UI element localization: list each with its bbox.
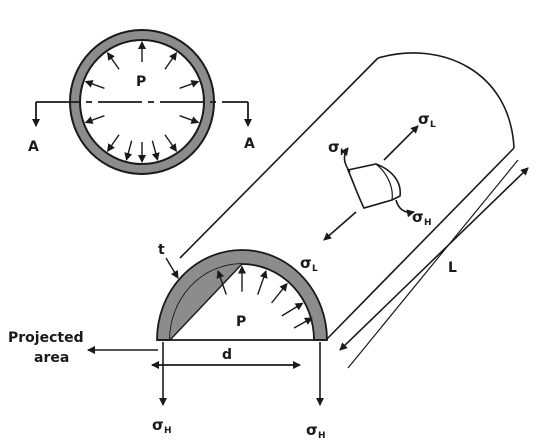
ring-pressure-arrow — [179, 80, 200, 89]
stress-element-edge — [375, 163, 393, 201]
stress-element-block — [346, 163, 401, 209]
sigma-h-right: σ H — [412, 208, 432, 228]
stress-element — [323, 125, 419, 241]
ring-pressure-arrows — [84, 41, 200, 163]
half-section-diagonal — [169, 263, 243, 341]
ring-pressure-arrow — [164, 52, 177, 70]
cylinder-rear-cap — [377, 52, 515, 149]
projected-area-label-line1: Projected — [8, 330, 84, 346]
ring-pressure-arrow — [107, 134, 120, 152]
sigma-h-upper-symbol: σ — [328, 138, 340, 156]
half-section — [156, 249, 328, 341]
length-arrow-bottom — [339, 167, 529, 351]
projected-area-label-line2: area — [34, 350, 69, 366]
sigma-l-top-symbol: σ — [418, 110, 430, 128]
sigma-l-top-sub: L — [430, 120, 436, 130]
sigma-h-bottom-left-symbol: σ — [152, 416, 164, 434]
longitudinal-stress-arrow-down — [323, 211, 357, 241]
thickness-label: t — [158, 242, 165, 258]
ring-pressure-arrow — [179, 115, 200, 124]
sigma-h-upper-sub: H — [340, 148, 348, 158]
pressure-label-ring: P — [136, 74, 146, 90]
cylinder-top-edge — [179, 57, 379, 259]
cylinder-bottom-edge — [325, 147, 515, 341]
sigma-l-bottom: σ L — [300, 254, 318, 274]
half-pressure-arrow — [281, 302, 304, 317]
sigma-h-bottom-right-symbol: σ — [306, 421, 318, 439]
pressure-label-half: P — [236, 314, 246, 330]
half-pressure-arrows — [216, 265, 313, 329]
sigma-h-upper: σ H — [328, 138, 348, 158]
longitudinal-stress-arrow-up — [383, 125, 419, 161]
sigma-h-bottom-left-sub: H — [164, 426, 172, 436]
half-pressure-arrow — [271, 282, 288, 304]
ring-pressure-arrow — [164, 134, 177, 152]
length-extension-line — [347, 159, 519, 369]
cylinder-body — [179, 52, 515, 341]
sigma-h-bottom-right: σ H — [306, 421, 326, 441]
cross-section-ring — [32, 29, 252, 175]
sigma-h-right-symbol: σ — [412, 208, 424, 226]
ring-pressure-arrow — [84, 80, 105, 89]
ring-pressure-arrow — [107, 52, 120, 70]
length-label: L — [448, 260, 457, 276]
sigma-h-bottom-right-sub: H — [318, 431, 326, 441]
sigma-l-top: σ L — [418, 110, 436, 130]
half-pressure-arrow — [216, 269, 227, 295]
half-pressure-arrow — [257, 269, 268, 295]
ring-pressure-arrow — [84, 115, 105, 124]
sigma-l-bottom-sub: L — [312, 264, 318, 274]
half-pressure-arrow — [293, 317, 313, 329]
hoop-stress-curve-top — [340, 147, 351, 173]
sigma-l-bottom-symbol: σ — [300, 254, 312, 272]
ring-pressure-arrow — [124, 140, 133, 161]
section-label-left: A — [28, 139, 39, 155]
section-label-right: A — [244, 136, 255, 152]
diameter-label: d — [222, 347, 232, 363]
hoop-stress-curve-bottom — [395, 199, 415, 218]
ring-pressure-arrow — [151, 140, 160, 161]
sigma-h-bottom-left: σ H — [152, 416, 172, 436]
sigma-h-right-sub: H — [424, 218, 432, 228]
thickness-pointer — [165, 257, 179, 279]
